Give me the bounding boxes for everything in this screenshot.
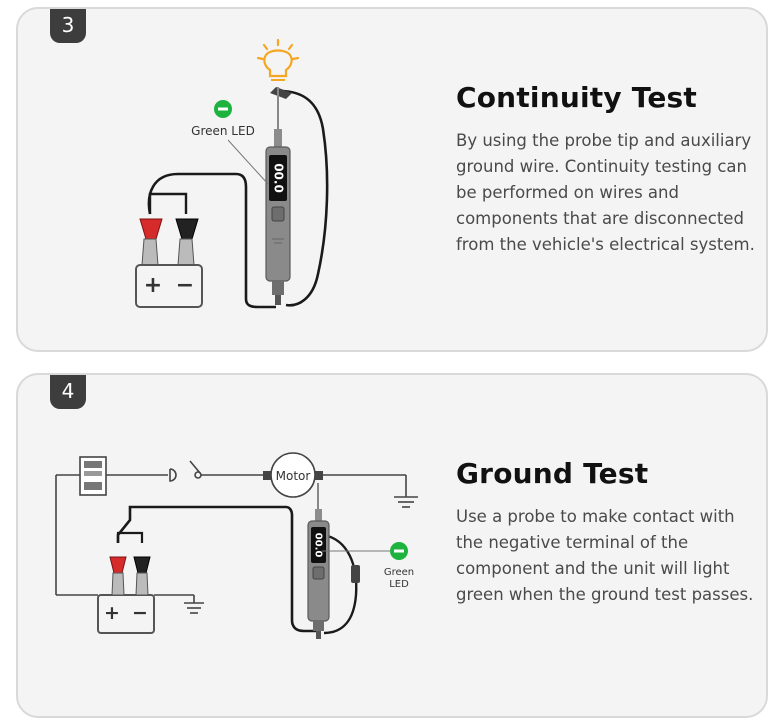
fuse-box-icon [79,456,107,496]
probe-display-readout: 00.0 [313,533,324,558]
section-title: Ground Test [456,457,649,490]
section-description: By using the probe tip and auxiliary gro… [456,131,755,254]
battery-icon: + − [135,264,203,308]
switch-icon [169,460,202,482]
ground-test-diagram: Motor + − [55,452,418,639]
auxiliary-ground-wire [279,89,329,307]
auxiliary-ground-wire [323,533,358,635]
section-description: Use a probe to make contact with the neg… [456,507,754,604]
probe-tester: 00.0 [265,87,291,305]
battery-lead-wire [147,172,276,309]
battery-lead-wire [116,505,318,633]
continuity-test-diagram: 00.0 Green LED + − [135,38,329,309]
light-bulb-icon [256,38,300,81]
battery-positive-terminal: + [144,273,162,298]
motor: Motor [263,452,323,498]
battery-icon: + − [97,594,155,634]
ground-symbol-icon [184,602,204,614]
green-led-label: Green LED [191,124,255,138]
probe-display-readout: 00.0 [272,163,286,193]
section-title: Continuity Test [456,81,697,114]
black-clip [133,556,151,596]
alligator-clip-icon [351,565,360,583]
battery-negative-terminal: − [132,602,148,624]
battery-positive-terminal: + [104,602,120,624]
led-pointer-line [227,139,269,185]
battery-negative-terminal: − [176,273,194,298]
probe-tester: 00.0 [307,509,330,639]
ground-test-card: 4 Motor [16,373,768,718]
ground-symbol-icon [394,496,418,508]
step-number-badge: 3 [50,9,86,43]
black-clip [175,218,199,266]
motor-label: Motor [276,469,311,483]
green-led-label-line1: Green [384,567,414,578]
green-led-label-line2: LED [389,579,409,590]
red-clip [109,556,127,596]
step-number-badge: 4 [50,375,86,409]
continuity-test-card: 3 00.0 [16,7,768,352]
alligator-clip-icon [270,87,292,99]
red-clip [139,218,163,266]
